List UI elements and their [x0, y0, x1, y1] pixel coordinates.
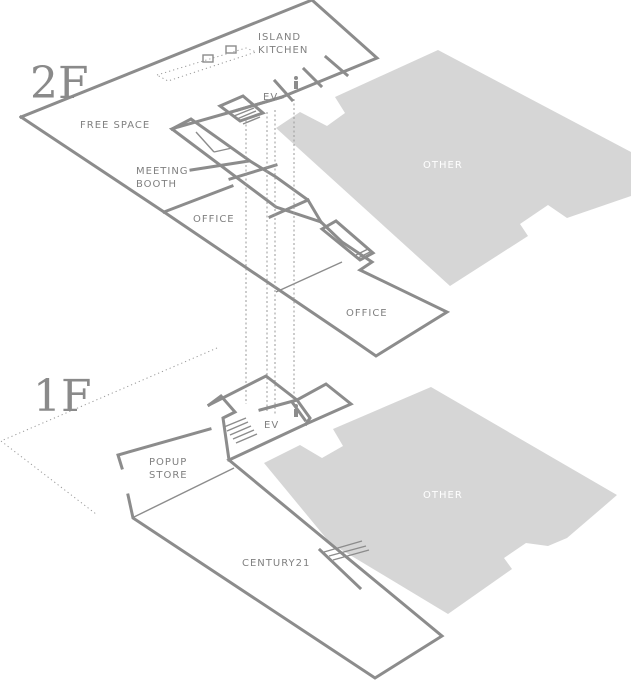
floor-label-2f: 2F [30, 58, 89, 109]
wall-2f-a [323, 54, 350, 78]
wall-2f-h [268, 198, 310, 219]
wall-2f-g [162, 184, 234, 214]
label-popup-1: POPUP [149, 457, 187, 468]
stairs-icon [233, 107, 261, 125]
label-other-2f: OTHER [423, 160, 463, 171]
wall-2f-b [301, 66, 324, 89]
label-office-right: OFFICE [346, 308, 388, 319]
shaft-guides [245, 99, 295, 416]
wall-2f-e [189, 159, 251, 172]
stairs-icon [323, 540, 370, 561]
other-area-2f [276, 50, 631, 286]
label-ev-1f: EV [264, 420, 279, 431]
wall-2f-f [228, 163, 278, 181]
other-area-1f [264, 387, 617, 614]
site-boundary [0, 347, 218, 515]
wall-1f-b [133, 467, 235, 518]
ev-core-2f [217, 94, 266, 123]
wall-2f-i [275, 261, 343, 293]
label-meeting-booth-2: BOOTH [136, 179, 177, 190]
label-century21: CENTURY21 [242, 558, 310, 569]
label-office-left: OFFICE [193, 214, 235, 225]
wall-2f-c [272, 78, 295, 103]
label-other-1f: OTHER [423, 490, 463, 501]
stairs-icon [223, 417, 258, 444]
floor-2f: 2F ISLAND KITCHEN EV FREE SPACE MEETING … [18, 0, 631, 358]
kitchen-counter-icon [155, 47, 258, 82]
corridor-2f [319, 219, 376, 262]
label-free-space: FREE SPACE [80, 120, 150, 131]
booth-line-1 [195, 131, 215, 153]
floor-label-1f: 1F [33, 371, 92, 422]
floor-1f: 1F POPUP STORE EV CENTURY21 OTHER [0, 347, 617, 680]
label-ev-2f: EV [263, 92, 278, 103]
label-island-kitchen-2: KITCHEN [258, 45, 308, 56]
ev-core-1f [206, 393, 312, 462]
inner-stair-1f [317, 547, 363, 591]
label-meeting-booth-1: MEETING [136, 166, 189, 177]
stove-icon [225, 45, 237, 54]
wall-2f-d [236, 95, 284, 112]
booth-line-2 [213, 147, 233, 153]
restroom-icon [294, 404, 298, 417]
label-island-kitchen-1: ISLAND [258, 32, 301, 43]
stairs-icon [355, 248, 371, 259]
restroom-icon [294, 76, 298, 89]
wall-1f-a [289, 399, 308, 423]
sink-icon [202, 54, 214, 63]
label-popup-2: STORE [149, 470, 188, 481]
